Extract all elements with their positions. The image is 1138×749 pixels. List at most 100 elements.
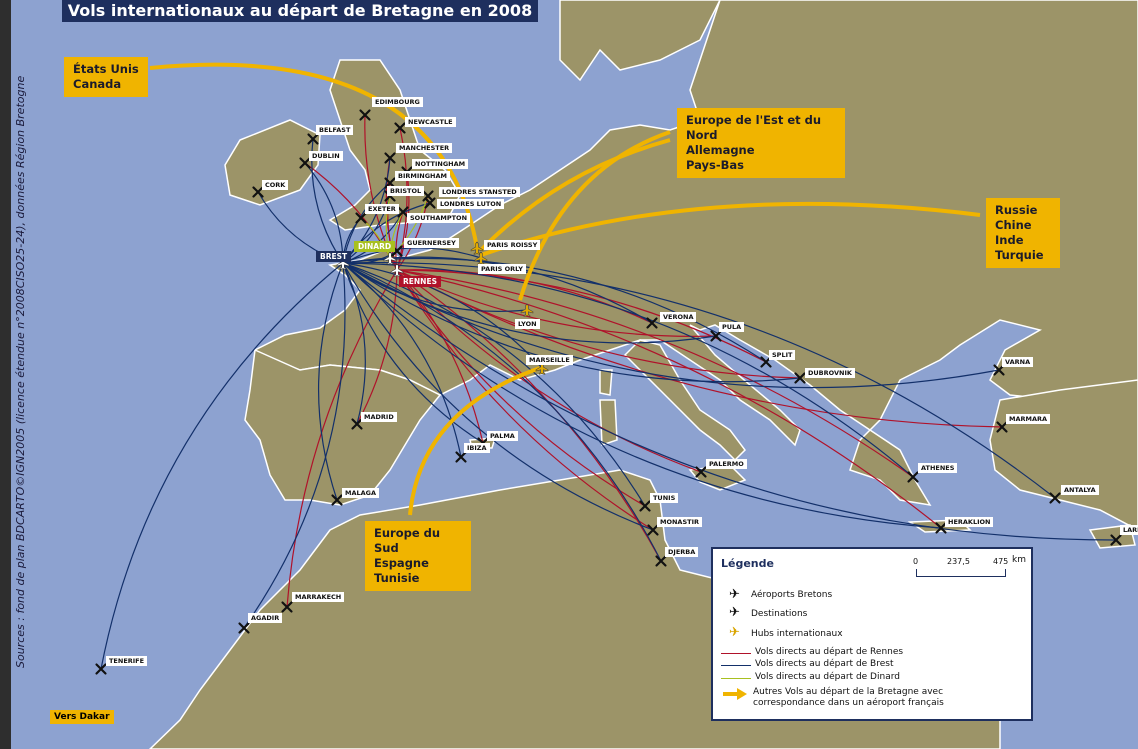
destination-mark-marmara bbox=[996, 421, 1008, 433]
breton-airport-mark-dinard bbox=[383, 251, 397, 265]
route-rennes-palermo bbox=[396, 269, 702, 473]
destination-mark-agadir bbox=[238, 622, 250, 634]
destination-mark-belfast bbox=[307, 133, 319, 145]
legend-item: Vols directs au départ de Dinard bbox=[755, 672, 900, 682]
destination-mark-tunis bbox=[639, 500, 651, 512]
corsica bbox=[599, 369, 613, 396]
label-lyon: LYON bbox=[515, 319, 540, 329]
hub-mark-paris-orly bbox=[474, 251, 488, 265]
legend-item: Vols directs au départ de Brest bbox=[755, 659, 894, 669]
destination-mark-exeter bbox=[355, 212, 367, 224]
destination-mark-dublin bbox=[299, 157, 311, 169]
label-agadir: AGADIR bbox=[248, 613, 283, 623]
route-rennes-heraklion bbox=[396, 269, 942, 529]
route-rennes-monastir bbox=[396, 269, 654, 531]
route-rennes-djerba bbox=[396, 269, 662, 562]
label-manchester: MANCHESTER bbox=[396, 143, 453, 153]
label-southampton: SOUTHAMPTON bbox=[407, 213, 471, 223]
label-dinard: DINARD bbox=[354, 241, 396, 252]
route-brest-marseille bbox=[342, 262, 543, 369]
label-palermo: PALERMO bbox=[706, 459, 747, 469]
arrow-swatch-icon bbox=[723, 688, 747, 700]
destination-mark-madrid bbox=[351, 418, 363, 430]
label-palma: PALMA bbox=[487, 431, 518, 441]
legend: Légende 0 237,5 475 km ✈ Aéroports Breto… bbox=[711, 547, 1033, 721]
legend-arrow-line: Autres Vols au départ de la Bretagne ave… bbox=[753, 687, 944, 697]
destination-mark-londres-luton bbox=[424, 197, 436, 209]
hub-mark-paris-roissy bbox=[470, 241, 484, 255]
box-line: Pays-Bas bbox=[686, 158, 745, 172]
destination-mark-varna bbox=[993, 364, 1005, 376]
breton-airport-mark-brest bbox=[336, 256, 350, 270]
box-line: Chine bbox=[995, 218, 1032, 232]
map-title: Vols internationaux au départ de Bretagn… bbox=[62, 0, 538, 22]
route-brest-manchester bbox=[342, 157, 391, 264]
scale-0: 0 bbox=[913, 557, 919, 566]
label-larn: LARN bbox=[1120, 525, 1138, 535]
scandinavia bbox=[559, 0, 721, 82]
route-rennes-tunis bbox=[396, 269, 646, 507]
destination-mark-cork bbox=[252, 186, 264, 198]
box-line: Europe du Sud bbox=[374, 526, 441, 555]
label-pula: PULA bbox=[719, 322, 745, 332]
box-line: Allemagne bbox=[686, 143, 755, 157]
label-antalya: ANTALYA bbox=[1061, 485, 1099, 495]
italy bbox=[623, 339, 746, 462]
label-dublin: DUBLIN bbox=[309, 151, 343, 161]
label-belfast: BELFAST bbox=[316, 125, 354, 135]
label-marrakech: MARRAKECH bbox=[292, 592, 345, 602]
label-heraklion: HERAKLION bbox=[945, 517, 994, 527]
label-tunis: TUNIS bbox=[650, 493, 679, 503]
legend-item: Vols directs au départ de Rennes bbox=[755, 647, 904, 657]
box-line: Europe de l'Est et du Nord bbox=[686, 113, 822, 142]
label-verona: VERONA bbox=[660, 312, 697, 322]
box-europe-sud: Europe du Sud Espagne Tunisie bbox=[365, 521, 471, 591]
arrow-est-nord bbox=[518, 130, 671, 301]
route-brest-tunis bbox=[342, 262, 646, 507]
sardinia bbox=[599, 399, 618, 447]
breton-airport-mark-rennes bbox=[390, 263, 404, 277]
label-tenerife: TENERIFE bbox=[106, 656, 148, 666]
box-line: Russie bbox=[995, 203, 1038, 217]
destination-mark-ibiza bbox=[455, 451, 467, 463]
destination-mark-edimbourg bbox=[359, 109, 371, 121]
route-brest-madrid bbox=[342, 262, 366, 425]
box-usa-canada: États Unis Canada bbox=[64, 57, 148, 97]
label-split: SPLIT bbox=[769, 350, 796, 360]
destination-mark-pula bbox=[710, 330, 722, 342]
box-line: Espagne bbox=[374, 556, 429, 570]
route-rennes-pula bbox=[396, 269, 717, 337]
destination-mark-marrakech bbox=[281, 601, 293, 613]
destination-mark-monastir bbox=[647, 524, 659, 536]
route-rennes-athenes bbox=[396, 269, 914, 478]
destination-icon: ✈ bbox=[729, 605, 740, 620]
legend-title: Légende bbox=[721, 557, 774, 570]
route-rennes-palma bbox=[396, 269, 484, 444]
rennes-line-swatch bbox=[721, 653, 751, 654]
label-ibiza: IBIZA bbox=[464, 443, 490, 453]
label-bristol: BRISTOL bbox=[387, 186, 425, 196]
route-brest-larn bbox=[342, 262, 1117, 541]
route-brest-monastir bbox=[342, 262, 654, 531]
iberia bbox=[244, 348, 442, 506]
vers-dakar-label: Vers Dakar bbox=[50, 710, 114, 724]
route-brest-antalya bbox=[342, 261, 1056, 499]
route-brest-paris-orly bbox=[342, 247, 482, 264]
label-marseille: MARSEILLE bbox=[526, 355, 573, 365]
arrow-est-nord-2 bbox=[479, 138, 671, 252]
box-line: Canada bbox=[73, 77, 122, 91]
label-djerba: DJERBA bbox=[665, 547, 699, 557]
label-guernersey: GUERNERSEY bbox=[404, 238, 459, 248]
route-brest-split bbox=[342, 257, 767, 363]
destination-mark-athenes bbox=[907, 471, 919, 483]
sources-note: Sources : fond de plan BDCARTO©IGN2005 (… bbox=[14, 75, 27, 668]
arrow-russie bbox=[480, 201, 981, 257]
scale-unit: km bbox=[1012, 555, 1026, 565]
label-brest: BREST bbox=[316, 251, 352, 262]
label-varna: VARNA bbox=[1002, 357, 1034, 367]
label-cork: CORK bbox=[262, 180, 289, 190]
turkey bbox=[989, 379, 1138, 531]
label-londres-stansted: LONDRES STANSTED bbox=[439, 187, 520, 197]
label-marmara: MARMARA bbox=[1006, 414, 1051, 424]
hub-mark-lyon bbox=[520, 303, 534, 317]
